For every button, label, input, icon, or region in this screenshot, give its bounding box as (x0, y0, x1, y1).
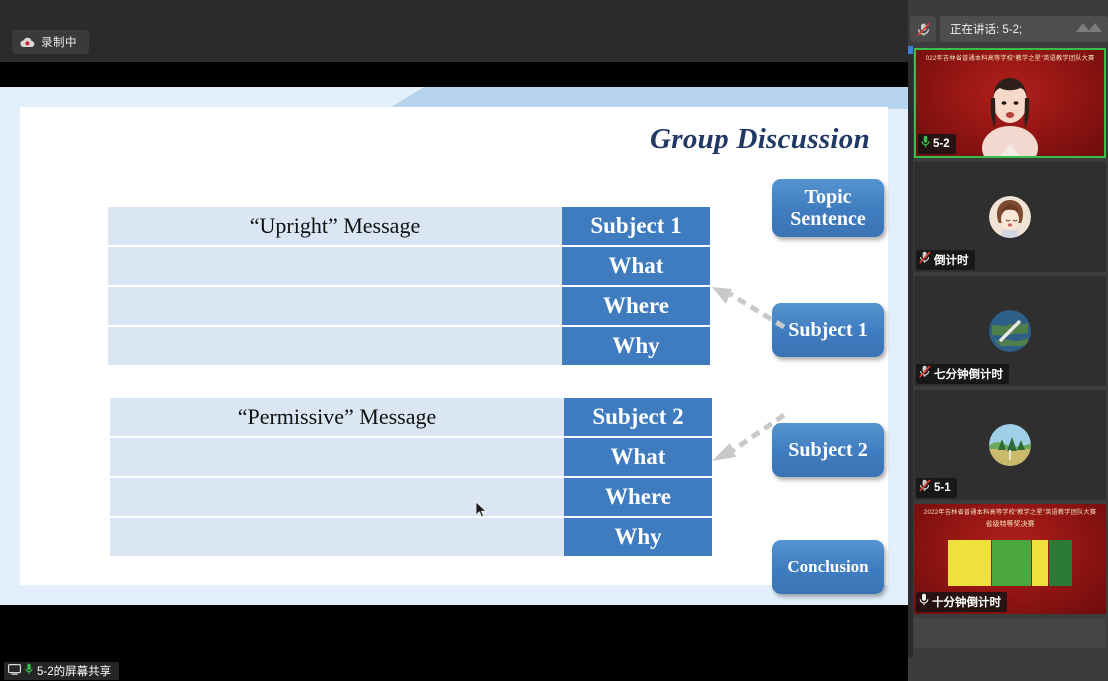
tile-name: 七分钟倒计时 (934, 369, 1003, 381)
microphone-muted-icon (919, 251, 931, 269)
tile-name: 十分钟倒计时 (932, 597, 1001, 609)
double-chevron-up-icon[interactable] (1074, 19, 1104, 40)
scrollbar-thumb[interactable] (908, 46, 913, 54)
tile-name-tag: 十分钟倒计时 (916, 592, 1007, 612)
screen-share-label: 5-2的屏幕共享 (37, 666, 112, 678)
row-label: What (562, 247, 710, 285)
tile-name-tag: 5-2 (918, 134, 956, 154)
video-tile-5-1[interactable]: 5-1 (914, 390, 1106, 500)
speaking-label: 正在讲话: 5-2; (950, 24, 1023, 36)
page-title: Group Discussion (650, 123, 870, 155)
message-heading: “Permissive” Message (110, 398, 564, 436)
video-tile-countdown[interactable]: 倒计时 (914, 162, 1106, 272)
microphone-icon (919, 593, 929, 611)
table-row: What (110, 438, 712, 476)
toolbar-divider (0, 62, 908, 87)
table-row: Why (108, 327, 710, 365)
row-label: Subject 2 (564, 398, 712, 436)
row-label: Subject 1 (562, 207, 710, 245)
recording-indicator[interactable]: 录制中 (12, 30, 89, 54)
presentation-slide: Group Discussion “Upright” Message Subje… (0, 87, 908, 605)
table-row: “Upright” Message Subject 1 (108, 207, 710, 245)
tile-banner-line1: 2022年吉林省普通本科高等学校“教学之星”英语教学团队大赛 (923, 509, 1097, 516)
shared-screen-area: 录制中 Group Discussion “Upright” Message S… (0, 0, 908, 681)
meeting-toolbar: 录制中 (0, 0, 908, 62)
cloud-record-icon (20, 37, 35, 48)
video-tile-5-2[interactable]: 022年吉林省普通本科高等学校“教学之星”英语教学团队大赛 (914, 48, 1106, 158)
video-tile-list: 022年吉林省普通本科高等学校“教学之星”英语教学团队大赛 (914, 48, 1108, 652)
row-label: Where (564, 478, 712, 516)
arrow-subject2-icon (712, 412, 786, 461)
screen-share-status: 5-2的屏幕共享 (4, 662, 120, 680)
message-cell (108, 327, 562, 365)
microphone-icon (921, 135, 930, 153)
node-topic-line1: Topic (804, 185, 852, 208)
permissive-message-table: “Permissive” Message Subject 2 What Wher… (110, 398, 712, 558)
microphone-muted-icon (919, 479, 931, 497)
message-cell (110, 478, 564, 516)
participant-video-image (982, 78, 1038, 156)
mouse-cursor (475, 501, 487, 518)
message-heading: “Upright” Message (108, 207, 562, 245)
tile-name: 5-2 (933, 138, 950, 150)
screen-share-footer (0, 605, 908, 681)
message-cell (110, 438, 564, 476)
microphone-muted-icon (919, 365, 931, 383)
row-label: Where (562, 287, 710, 325)
slide-accent-band (388, 87, 908, 109)
tile-name-tag: 倒计时 (916, 250, 975, 270)
panel-scrollbar[interactable] (908, 46, 913, 658)
avatar (989, 310, 1031, 352)
tile-name-tag: 5-1 (916, 478, 957, 498)
tile-name: 倒计时 (934, 255, 969, 267)
tile-banner-text: 022年吉林省普通本科高等学校“教学之星”英语教学团队大赛 (925, 55, 1095, 62)
node-subject-2: Subject 2 (772, 423, 884, 477)
microphone-icon (25, 662, 33, 680)
participants-video-panel: 正在讲话: 5-2; 022年吉林省普通本科高等学校“教学之星”英语教学团队大赛 (908, 0, 1108, 681)
tile-name: 5-1 (934, 482, 951, 494)
table-row: “Permissive” Message Subject 2 (110, 398, 712, 436)
table-row: Where (110, 478, 712, 516)
arrow-subject1-icon (712, 287, 786, 330)
upright-message-table: “Upright” Message Subject 1 What Where W… (108, 207, 710, 367)
message-cell (108, 287, 562, 325)
tile-banner-line2: 省级特等奖决赛 (985, 521, 1035, 528)
message-cell (108, 247, 562, 285)
tile-name-tag: 七分钟倒计时 (916, 364, 1009, 384)
panel-header: 正在讲话: 5-2; (908, 14, 1108, 44)
row-label: Why (564, 518, 712, 556)
row-label: Why (562, 327, 710, 365)
countdown-bars (948, 540, 1072, 586)
screen-share-icon (8, 662, 22, 680)
speaking-status-bar[interactable]: 正在讲话: 5-2; (940, 16, 1108, 42)
node-subject-1: Subject 1 (772, 303, 884, 357)
message-cell (110, 518, 564, 556)
node-topic-line2: Sentence (790, 208, 866, 230)
video-tile-ten-minute-countdown[interactable]: 2022年吉林省普通本科高等学校“教学之星”英语教学团队大赛 省级特等奖决赛 (914, 504, 1106, 614)
table-row: Why (110, 518, 712, 556)
table-row: What (108, 247, 710, 285)
slide-content: Group Discussion “Upright” Message Subje… (20, 107, 888, 594)
row-label: What (564, 438, 712, 476)
video-tile-placeholder (914, 618, 1106, 648)
recording-label: 录制中 (41, 37, 77, 49)
avatar (989, 424, 1031, 466)
microphone-muted-icon[interactable] (910, 16, 936, 42)
video-tile-seven-minute-countdown[interactable]: 七分钟倒计时 (914, 276, 1106, 386)
node-topic-sentence: Topic Sentence (772, 179, 884, 237)
table-row: Where (108, 287, 710, 325)
avatar (989, 196, 1031, 238)
node-conclusion: Conclusion (772, 540, 884, 594)
